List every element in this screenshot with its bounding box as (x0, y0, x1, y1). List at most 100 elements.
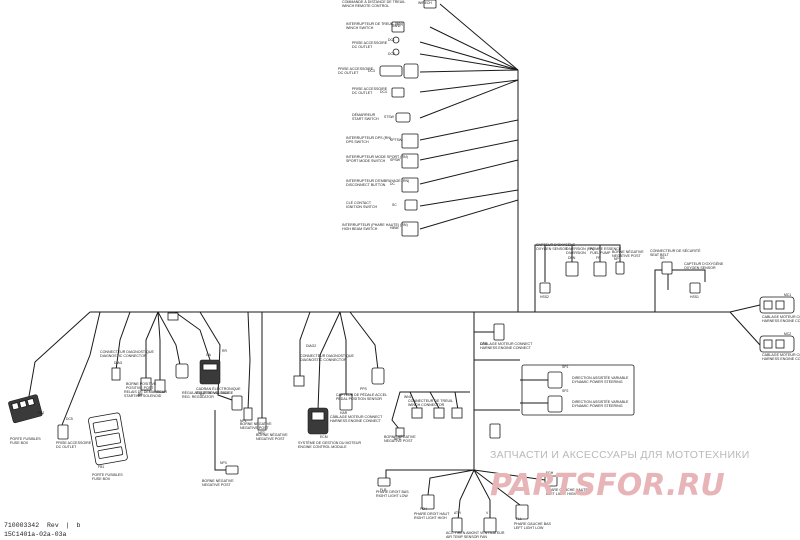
component-label: CÂBLAGE MOTEUR CONNECT (480, 342, 533, 346)
component-code: FGH (546, 471, 554, 475)
component-code: SP1 (562, 365, 569, 369)
component-label: DYNAMIC POWER STEERING (572, 380, 623, 384)
component-label: PHARE GAUCHE HAUTE (546, 488, 589, 492)
component-label: DIRECTION ASSISTÉE VARIABLE (572, 375, 629, 380)
component-code: FLR (380, 488, 387, 492)
component-label: REG. REGULATOR (182, 395, 214, 399)
component-label: NEGATIVE POST (202, 483, 231, 487)
component-code: DC (390, 182, 395, 186)
component-label: DC OUTLET (352, 45, 373, 49)
component-code: DIAG (114, 361, 123, 365)
component-label: CLÉ CONTACT (346, 200, 372, 205)
component-label: POMPE ESSENCE (590, 247, 622, 251)
component-code: SS (660, 256, 665, 260)
component-code: DRN (568, 256, 576, 260)
component-label: SYSTÈME DE GESTION DU MOTEUR (298, 440, 362, 445)
component-label: DPS SWITCH (346, 140, 369, 144)
component-label: PORTE FUSIBLES (10, 437, 41, 441)
component-code: STSW (384, 115, 395, 119)
component-label: POSITIVE POST (126, 386, 154, 390)
component-label: CÂBLAGE MOTEUR CONNECT (330, 415, 383, 419)
component-label: VENTILATEUR (480, 531, 505, 535)
component-code: FB2 (38, 411, 44, 415)
component-label: DIVERSION (RN) (566, 247, 594, 251)
component-label: HARNESS ENGINE CONNECT (762, 319, 800, 323)
component-label: RÉGULATEUR DE VOLTAGE (182, 390, 230, 395)
component-label: START SWITCH (352, 117, 379, 121)
revision-value: b (76, 522, 80, 529)
component-label: CADRAN ÉLECTRONIQUE (196, 386, 241, 391)
component-label: LEFT LIGHT LOW (514, 526, 544, 530)
component-code: DPS (480, 342, 488, 346)
component-label: SEAT BELT (650, 253, 670, 257)
component-code: GA (206, 353, 212, 357)
component-label: BORNE NÉGATIVE (612, 249, 644, 254)
steering-box (520, 364, 635, 416)
component-label: HARNESS ENGINE CONNECT (330, 419, 382, 423)
component-label: DIAGNOSTIC CONNECTOR (100, 354, 147, 358)
component-label: NEGATIVE POST (384, 439, 413, 443)
component-code: FLL (516, 517, 522, 521)
upper-group-connectors (539, 261, 701, 294)
component-code: SPTSW (390, 138, 403, 142)
component-code: HIBM (390, 226, 399, 230)
component-label: CABLAGE MOTEUR CONNECT (762, 353, 800, 357)
right-fan-wires (419, 3, 519, 230)
component-label: CAPTEUR D'OXYGÈNE (536, 242, 576, 247)
component-label: PORTE FUSIBLES (92, 473, 123, 477)
left-group-connectors (8, 312, 267, 475)
component-label: WINCH REMOTE CONTROL (342, 4, 389, 8)
component-code: FDH (420, 507, 428, 511)
component-label: CABLAGE MOTEUR CONNECT (762, 315, 800, 319)
component-code: HSS2 (540, 295, 549, 299)
component-label: DIVERSION (566, 251, 586, 255)
component-label: PHARE GAUCHE BAS (514, 522, 552, 526)
component-label: INTERRUPTEUR D'EMBRAYAGE (RN) (346, 179, 409, 183)
component-label: DC OUTLET (56, 445, 77, 449)
component-label: CONNECTEUR DIAGNOSTIQUE (300, 354, 355, 358)
svg-text:710003342 Rev |: 710003342 Rev | b (4, 522, 80, 529)
component-code: SPSW (390, 158, 401, 162)
watermark: ЗАПЧАСТИ И АКСЕССУАРЫ ДЛЯ МОТОТЕХНИКИ PA… (490, 449, 750, 503)
component-label: HARNESS ENGINE CONNECT (480, 346, 532, 350)
component-label: COMMANDE À DISTANCE DE TREUIL (342, 0, 405, 4)
watermark-tagline: ЗАПЧАСТИ И АКСЕССУАРЫ ДЛЯ МОТОТЕХНИКИ (490, 449, 750, 461)
component-code: DC1 (388, 38, 395, 42)
right-edge-connectors (759, 296, 795, 353)
component-code: RP (138, 393, 143, 397)
component-label: WINCH SWITCH (346, 26, 374, 30)
component-label: DC OUTLET (338, 71, 359, 75)
main-trunk (27, 70, 761, 470)
component-label: CAPTEUR D'OXYGÈNE (684, 261, 724, 266)
component-label: OXYGEN SENSOR (684, 266, 716, 270)
component-code: FB1 (98, 465, 104, 469)
component-label: NEGATIVE POST (240, 426, 269, 430)
component-code: RR (222, 349, 227, 353)
component-label: WINCH CONNECTOR (408, 403, 445, 407)
component-code: DC2 (388, 52, 395, 56)
watermark-logo: PARTSFOR.RU (490, 468, 725, 503)
center-group-connectors (293, 323, 505, 439)
component-label: DC OUTLET (352, 91, 373, 95)
component-code: R1 (138, 393, 142, 397)
component-code: DIAG2 (306, 344, 316, 348)
component-label: CONNECTEUR DIAGNOSTIQUE (100, 350, 155, 354)
right-stack-connectors (379, 0, 437, 237)
component-label: FUSE BOX (10, 441, 29, 445)
component-label: PEDAL POSITION SENSOR (336, 397, 382, 401)
component-label: CAPTEUR DE PÉDALE ACCEL (336, 392, 387, 397)
component-label: INTERRUPTEUR DE TREUIL (WN) (346, 22, 403, 26)
component-label: DÉMARREUR (352, 112, 376, 117)
bottom-group-wires (385, 469, 546, 521)
component-label: ACC TIREN AMONT (446, 531, 480, 535)
component-label: BORNE NÉGATIVE (240, 421, 272, 426)
component-label: INTERRUPTEUR DPS (RN) (346, 136, 391, 140)
component-label: DISCONNECT BUTTON (346, 183, 386, 187)
component-code: DC5 (66, 417, 73, 421)
